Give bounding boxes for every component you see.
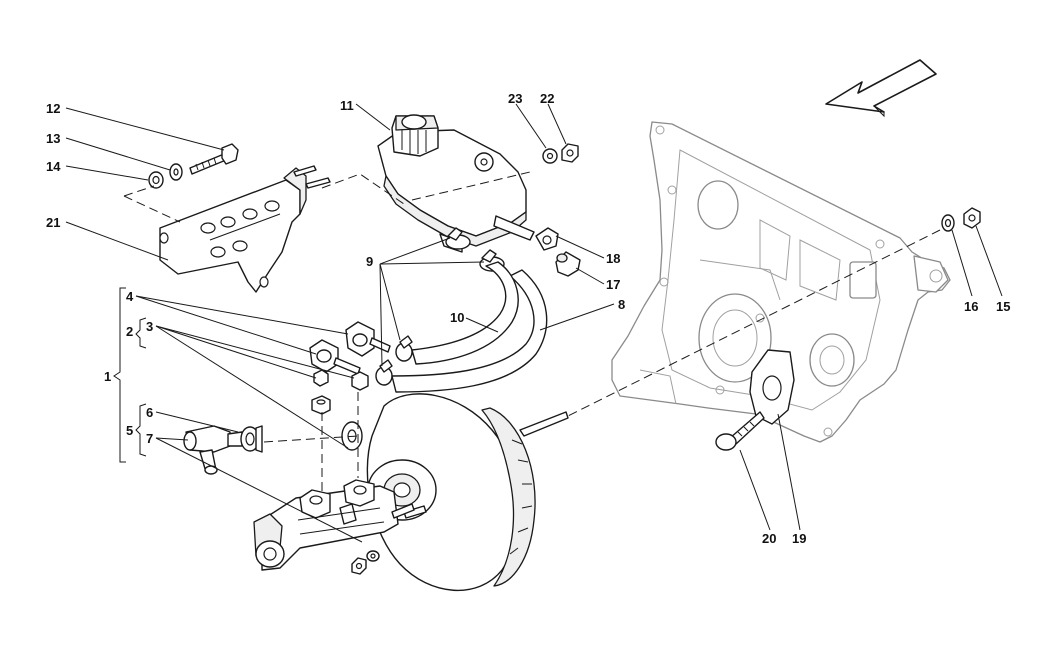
bolt-20 (715, 411, 765, 451)
gasket (749, 349, 795, 425)
seal-ring-upper (351, 371, 369, 391)
callout-5: 5 (126, 423, 133, 438)
callout-9: 9 (366, 254, 373, 269)
callout-4: 4 (126, 289, 134, 304)
seal-ring-lower (313, 369, 329, 387)
master-cylinder (253, 479, 415, 571)
hose-sleeve-17 (555, 251, 581, 277)
callout-22: 22 (540, 91, 554, 106)
callout-21: 21 (46, 215, 60, 230)
hose-clamp-lower-left (395, 335, 413, 362)
nut-lower (351, 557, 367, 575)
callout-8: 8 (618, 297, 625, 312)
washer-16 (941, 214, 955, 232)
vacuum-hose-8 (391, 269, 548, 393)
hose-clip-18 (535, 227, 559, 251)
assembly-axes (123, 171, 941, 492)
callout-15: 15 (996, 299, 1010, 314)
union-fitting-upper (345, 321, 391, 357)
bolt-12 (189, 143, 239, 175)
callout-labels: 12 13 14 21 11 23 22 18 17 16 15 9 10 8 … (46, 91, 1010, 546)
callout-11: 11 (340, 98, 354, 113)
callout-19: 19 (792, 531, 806, 546)
callout-12: 12 (46, 101, 60, 116)
reservoir-bracket (159, 165, 331, 293)
union-fitting-lower (309, 339, 361, 375)
direction-arrow-icon (825, 59, 937, 118)
callout-18: 18 (606, 251, 620, 266)
callout-7: 7 (146, 431, 153, 446)
nut-15 (963, 207, 981, 229)
hose-10 (411, 261, 519, 365)
washer-lower (366, 550, 380, 562)
callout-14: 14 (46, 159, 61, 174)
nut-22 (561, 143, 579, 163)
callout-23: 23 (508, 91, 522, 106)
hose-clamp-upper (445, 227, 471, 250)
union-sleeve (240, 425, 263, 453)
hose-clamp-lower (375, 359, 393, 386)
washer-13 (169, 163, 183, 181)
callout-1: 1 (104, 369, 111, 384)
callout-13: 13 (46, 131, 60, 146)
callout-10: 10 (450, 310, 464, 325)
grommet-left (311, 395, 331, 415)
callout-6: 6 (146, 405, 153, 420)
washer-14 (148, 171, 164, 189)
callout-20: 20 (762, 531, 776, 546)
callout-3: 3 (146, 319, 153, 334)
washer-23 (542, 148, 558, 164)
callout-2: 2 (126, 324, 133, 339)
pedal-box-housing (611, 121, 951, 443)
leader-lines (65, 103, 1003, 543)
callout-17: 17 (606, 277, 620, 292)
callout-16: 16 (964, 299, 978, 314)
